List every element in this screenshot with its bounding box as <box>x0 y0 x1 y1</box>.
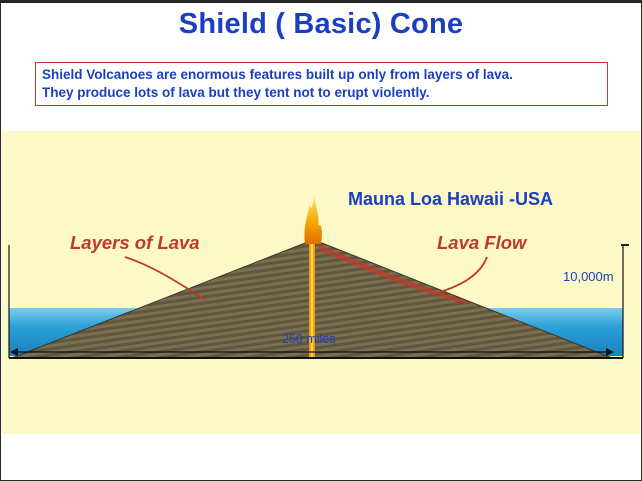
width-label: 250 miles <box>282 332 336 346</box>
slide-title: Shield ( Basic) Cone <box>178 8 464 40</box>
lava-vent-core <box>311 240 313 358</box>
description-line-1: Shield Volcanoes are enormous features b… <box>42 67 513 82</box>
description-box: Shield Volcanoes are enormous features b… <box>35 62 608 106</box>
flow-pointer-line <box>439 256 488 293</box>
width-arrow-left <box>10 348 18 356</box>
lava-flow-stream <box>318 245 470 304</box>
location-label: Mauna Loa Hawaii -USA <box>348 189 554 209</box>
layers-pointer-line <box>124 256 206 301</box>
lava-flow-label: Lava Flow <box>437 232 527 253</box>
width-arrow-right <box>606 348 614 356</box>
height-label: 10,000m <box>563 269 614 284</box>
eruption-flame <box>304 196 322 244</box>
description-line-2: They produce lots of lava but they tent … <box>42 85 430 100</box>
layers-of-lava-label: Layers of Lava <box>70 232 200 253</box>
top-edge-bar <box>0 0 642 3</box>
